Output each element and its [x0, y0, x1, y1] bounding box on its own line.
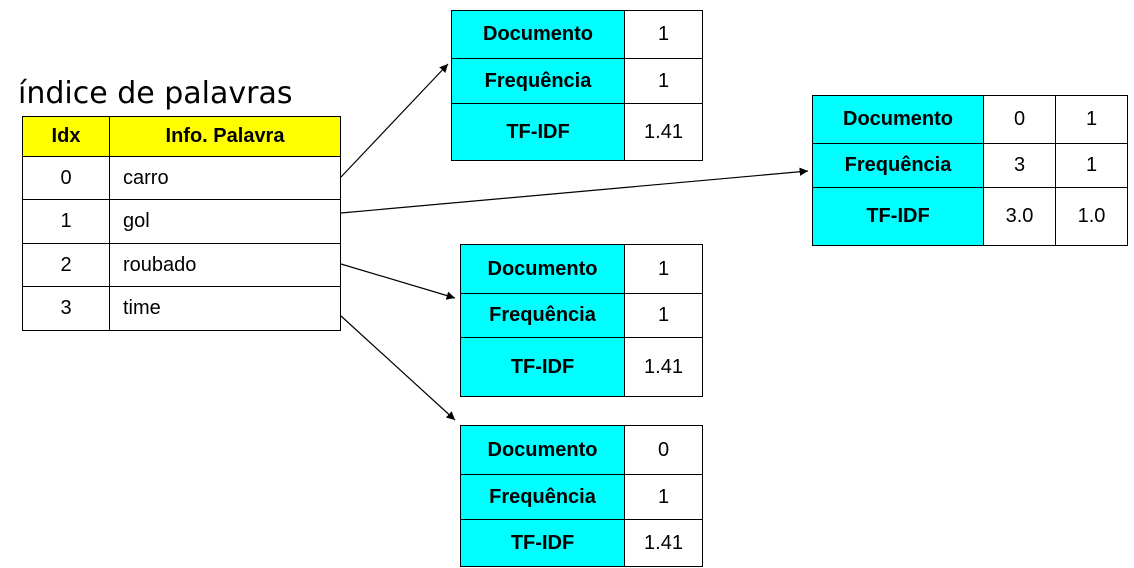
tfidf-value: 1.41 — [624, 337, 703, 397]
posting-table-time: Documento 0 Frequência 1 TF-IDF 1.41 — [460, 425, 703, 567]
frequencia-value: 1 — [624, 58, 703, 104]
tfidf-label: TF-IDF — [460, 519, 625, 567]
word-cell: gol — [109, 199, 341, 244]
frequencia-value: 1 — [624, 474, 703, 520]
arrow-gol — [340, 167, 809, 214]
tfidf-value: 1.41 — [624, 103, 703, 161]
idx-cell: 2 — [22, 243, 110, 287]
tfidf-value: 1.41 — [624, 519, 703, 567]
frequencia-label: Frequência — [460, 474, 625, 520]
documento-label: Documento — [812, 95, 984, 144]
frequencia-value: 1 — [624, 293, 703, 338]
word-index-table: Idx Info. Palavra 0 carro 1 gol 2 roubad… — [22, 116, 341, 331]
documento-value: 0 — [983, 95, 1056, 144]
tfidf-value: 1.0 — [1055, 187, 1128, 246]
documento-label: Documento — [451, 10, 625, 59]
documento-value: 1 — [624, 10, 703, 59]
table-row: 2 roubado — [22, 243, 341, 287]
documento-label: Documento — [460, 244, 625, 294]
documento-value: 1 — [1055, 95, 1128, 144]
posting-table-gol: Documento 0 1 Frequência 3 1 TF-IDF 3.0 … — [812, 95, 1128, 246]
frequencia-label: Frequência — [460, 293, 625, 338]
idx-header: Idx — [22, 116, 110, 157]
arrow-carro — [340, 63, 449, 178]
tfidf-value: 3.0 — [983, 187, 1056, 246]
posting-table-carro: Documento 1 Frequência 1 TF-IDF 1.41 — [451, 10, 703, 161]
tfidf-label: TF-IDF — [460, 337, 625, 397]
frequencia-value: 1 — [1055, 143, 1128, 188]
tfidf-label: TF-IDF — [451, 103, 625, 161]
frequencia-value: 3 — [983, 143, 1056, 188]
arrow-roubado — [340, 263, 456, 300]
idx-cell: 3 — [22, 286, 110, 331]
documento-value: 0 — [624, 425, 703, 475]
posting-table-roubado: Documento 1 Frequência 1 TF-IDF 1.41 — [460, 244, 703, 397]
table-row: 0 carro — [22, 156, 341, 200]
table-row: 3 time — [22, 286, 341, 331]
documento-value: 1 — [624, 244, 703, 294]
arrow-time — [340, 315, 456, 421]
index-title: índice de palavras — [18, 76, 293, 111]
word-cell: time — [109, 286, 341, 331]
tfidf-label: TF-IDF — [812, 187, 984, 246]
table-row: 1 gol — [22, 199, 341, 244]
word-cell: carro — [109, 156, 341, 200]
frequencia-label: Frequência — [812, 143, 984, 188]
info-palavra-header: Info. Palavra — [109, 116, 341, 157]
